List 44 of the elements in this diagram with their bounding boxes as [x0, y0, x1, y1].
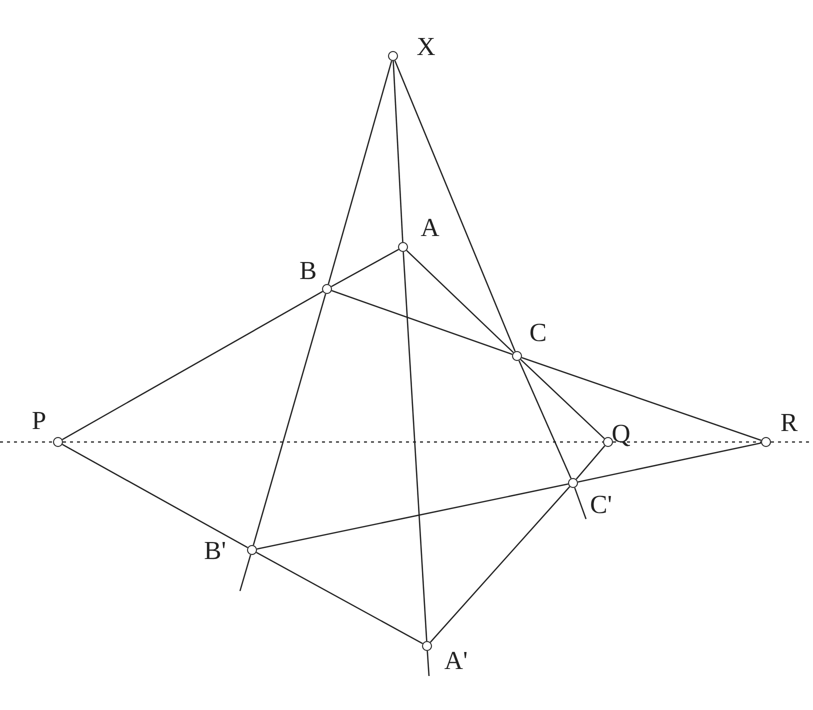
point-marker — [603, 437, 613, 447]
point-label: C — [529, 320, 547, 346]
point-marker — [398, 242, 408, 252]
line-segment — [62, 290, 323, 440]
point-label: B' — [204, 538, 226, 564]
line-segment — [518, 360, 572, 479]
line-segment — [332, 290, 512, 355]
dotted-line — [613, 441, 761, 443]
point-label: X — [416, 34, 436, 60]
point-label: A — [420, 215, 440, 241]
line-segment — [239, 554, 252, 592]
line-segment — [522, 357, 762, 441]
point-label: R — [780, 410, 798, 436]
point-marker — [422, 641, 432, 651]
line-segment — [256, 552, 423, 644]
line-segment — [394, 60, 516, 352]
line-segment — [256, 483, 568, 550]
line-segment — [574, 487, 587, 520]
point-marker — [53, 437, 63, 447]
point-marker — [247, 545, 257, 555]
line-segment — [252, 294, 326, 546]
line-segment — [402, 252, 428, 642]
point-marker — [322, 284, 332, 294]
line-segment — [331, 248, 399, 288]
line-segment — [430, 486, 570, 643]
dotted-line — [63, 441, 603, 443]
line-segment — [62, 444, 248, 548]
point-label: A' — [444, 648, 468, 674]
point-label: C' — [590, 492, 612, 518]
line-segment — [406, 250, 514, 354]
point-label: B — [299, 258, 317, 284]
line-segment — [520, 358, 605, 440]
line-segment — [578, 442, 762, 483]
point-label: Q — [612, 421, 630, 447]
point-marker — [761, 437, 771, 447]
point-marker — [568, 478, 578, 488]
point-marker — [388, 51, 398, 61]
dotted-line — [0, 441, 53, 443]
line-segment — [576, 445, 606, 480]
point-marker — [512, 351, 522, 361]
line-segment — [328, 60, 392, 284]
line-segment — [426, 650, 430, 676]
line-segment — [392, 60, 404, 242]
point-label: P — [32, 408, 46, 434]
